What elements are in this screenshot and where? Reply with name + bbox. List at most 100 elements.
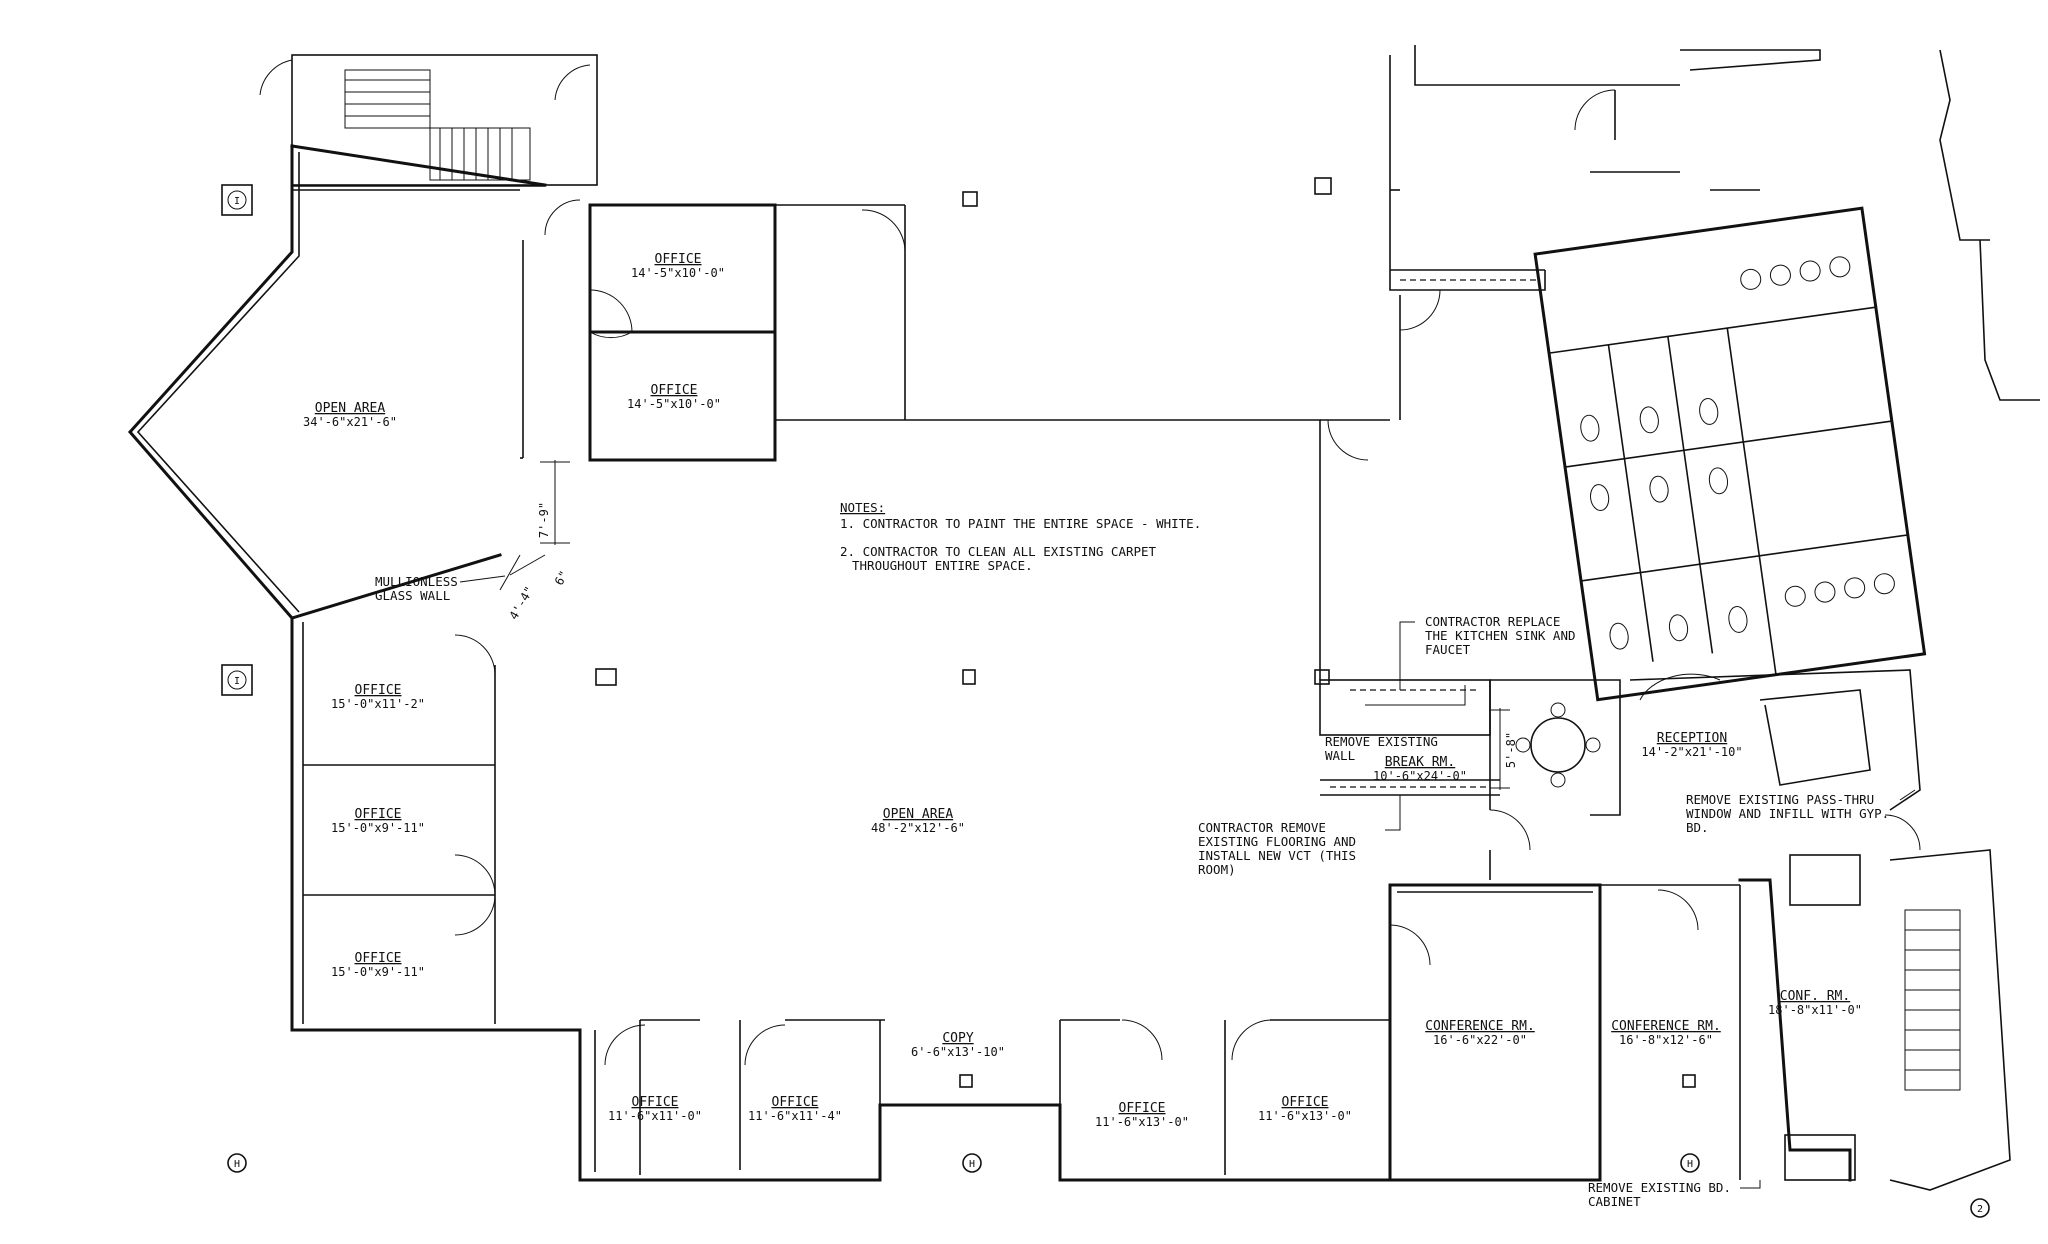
room-label-conf-rm: CONF. RM. 18'-8"x11'-0"	[1768, 989, 1862, 1017]
annotation-line: GLASS WALL	[375, 588, 450, 603]
keyed-note-number: 2	[1977, 1204, 1983, 1215]
grid-label: H	[234, 1159, 240, 1170]
room-name: BREAK RM.	[1385, 755, 1455, 770]
main-north-wall	[775, 419, 1390, 680]
toilet-fixtures	[1580, 398, 1748, 650]
dimension-lines	[499, 460, 1510, 790]
room-size: 16'-8"x12'-6"	[1619, 1033, 1713, 1047]
room-name: CONFERENCE RM.	[1611, 1019, 1721, 1034]
room-size: 11'-6"x11'-4"	[748, 1109, 842, 1123]
conference-walls	[1388, 878, 1856, 1182]
dimension-text: 4'-4"	[506, 584, 536, 622]
grid-label: H	[969, 1159, 975, 1170]
stair-east	[1789, 49, 2040, 1191]
room-size: 15'-0"x11'-2"	[331, 697, 425, 711]
note-line: 1. CONTRACTOR TO PAINT THE ENTIRE SPACE …	[840, 516, 1201, 531]
room-label-office-west-3: OFFICE 15'-0"x9'-11"	[331, 951, 425, 979]
west-office-walls	[290, 616, 582, 1032]
room-size: 14'-5"x10'-0"	[631, 266, 725, 280]
room-size: 14'-2"x21'-10"	[1641, 745, 1742, 759]
leader-lines	[459, 575, 1916, 1189]
annotation-line: REMOVE EXISTING BD.	[1588, 1180, 1731, 1195]
annotation-remove-wall: REMOVE EXISTING WALL	[1325, 734, 1438, 763]
grid-label: I	[234, 676, 240, 687]
annotation-kitchen: CONTRACTOR REPLACE THE KITCHEN SINK AND …	[1425, 614, 1576, 657]
stair-north-west	[259, 54, 598, 186]
annotation-line: FAUCET	[1425, 642, 1471, 657]
room-size: 11'-6"x13'-0"	[1095, 1115, 1189, 1129]
annotation-line: EXISTING FLOORING AND	[1198, 834, 1356, 849]
grid-bubble-i-2: I	[221, 664, 253, 696]
dimension-text: 5'-8"	[1504, 732, 1518, 768]
grid-bubble-i-1: I	[221, 184, 253, 216]
west-open-area-walls	[127, 144, 547, 620]
annotation-line: THE KITCHEN SINK AND	[1425, 628, 1576, 643]
room-name: OFFICE	[655, 252, 702, 267]
annotation-cabinet: REMOVE EXISTING BD. CABINET	[1588, 1180, 1731, 1209]
annotation-glass-wall: MULLIONLESS GLASS WALL	[375, 574, 458, 603]
room-size: 18'-8"x11'-0"	[1768, 1003, 1862, 1017]
room-name: OFFICE	[651, 383, 698, 398]
room-label-open-area-main: OPEN AREA 48'-2"x12'-6"	[871, 807, 965, 835]
room-label-office-south-1: OFFICE 11'-6"x11'-0"	[608, 1095, 702, 1123]
room-size: 11'-6"x11'-0"	[608, 1109, 702, 1123]
room-size: 48'-2"x12'-6"	[871, 821, 965, 835]
room-label-conference-1: CONFERENCE RM. 16'-6"x22'-0"	[1425, 1019, 1535, 1047]
room-name: OFFICE	[355, 807, 402, 822]
room-label-reception: RECEPTION 14'-2"x21'-10"	[1641, 731, 1742, 759]
grid-bubble-h-1: H	[227, 1153, 247, 1173]
annotation-pass-thru: REMOVE EXISTING PASS-THRU WINDOW AND INF…	[1686, 792, 1889, 835]
grid-label: H	[1687, 1159, 1693, 1170]
room-label-office-north-2: OFFICE 14'-5"x10'-0"	[627, 383, 721, 411]
room-name: OFFICE	[355, 951, 402, 966]
annotation-line: WINDOW AND INFILL WITH GYP.	[1686, 806, 1889, 821]
room-name: OFFICE	[355, 683, 402, 698]
room-label-office-south-3: OFFICE 11'-6"x13'-0"	[1095, 1101, 1189, 1129]
room-label-office-west-1: OFFICE 15'-0"x11'-2"	[331, 683, 425, 711]
room-size: 6'-6"x13'-10"	[911, 1045, 1005, 1059]
annotation-line: ROOM)	[1198, 862, 1236, 877]
annotation-line: CONTRACTOR REMOVE	[1198, 820, 1326, 835]
annotation-line: BD.	[1686, 820, 1709, 835]
grid-label: I	[234, 196, 240, 207]
notes-heading: NOTES:	[840, 500, 885, 515]
room-label-break-rm: BREAK RM. 10'-6"x24'-0"	[1373, 755, 1467, 783]
north-office-walls	[544, 199, 906, 462]
note-line: 2. CONTRACTOR TO CLEAN ALL EXISTING CARP…	[840, 544, 1157, 559]
room-size: 15'-0"x9'-11"	[331, 965, 425, 979]
room-name: RECEPTION	[1657, 731, 1727, 746]
annotation-line: WALL	[1325, 748, 1355, 763]
dimension-text: 6"	[552, 568, 571, 588]
room-name: OFFICE	[772, 1095, 819, 1110]
keyed-note-symbol: 2	[1970, 1198, 1990, 1218]
annotation-line: CONTRACTOR REPLACE	[1425, 614, 1560, 629]
room-size: 14'-5"x10'-0"	[627, 397, 721, 411]
grid-bubble-h-3: H	[1680, 1153, 1700, 1173]
room-label-office-south-4: OFFICE 11'-6"x13'-0"	[1258, 1095, 1352, 1123]
sink-fixtures	[1740, 256, 1895, 607]
room-size: 16'-6"x22'-0"	[1433, 1033, 1527, 1047]
room-name: COPY	[942, 1031, 973, 1046]
annotation-flooring: CONTRACTOR REMOVE EXISTING FLOORING AND …	[1198, 820, 1356, 877]
note-line: THROUGHOUT ENTIRE SPACE.	[852, 558, 1033, 573]
room-label-office-north-1: OFFICE 14'-5"x10'-0"	[631, 252, 725, 280]
room-size: 34'-6"x21'-6"	[303, 415, 397, 429]
column-markers	[595, 177, 1696, 1088]
room-name: OPEN AREA	[315, 401, 386, 416]
restroom-block	[1533, 206, 1927, 702]
grid-bubble-h-2: H	[962, 1153, 982, 1173]
north-east-walls	[1389, 45, 1821, 420]
room-name: CONFERENCE RM.	[1425, 1019, 1535, 1034]
room-name: OFFICE	[632, 1095, 679, 1110]
dimension-text: 7'-9"	[537, 502, 551, 538]
general-notes: NOTES: 1. CONTRACTOR TO PAINT THE ENTIRE…	[840, 500, 1201, 573]
room-label-open-area-west: OPEN AREA 34'-6"x21'-6"	[303, 401, 397, 429]
break-room-walls	[1319, 679, 1621, 880]
room-label-office-west-2: OFFICE 15'-0"x9'-11"	[331, 807, 425, 835]
annotation-line: REMOVE EXISTING	[1325, 734, 1438, 749]
room-name: CONF. RM.	[1780, 989, 1850, 1004]
room-name: OPEN AREA	[883, 807, 954, 822]
annotation-line: REMOVE EXISTING PASS-THRU	[1686, 792, 1874, 807]
room-name: OFFICE	[1282, 1095, 1329, 1110]
